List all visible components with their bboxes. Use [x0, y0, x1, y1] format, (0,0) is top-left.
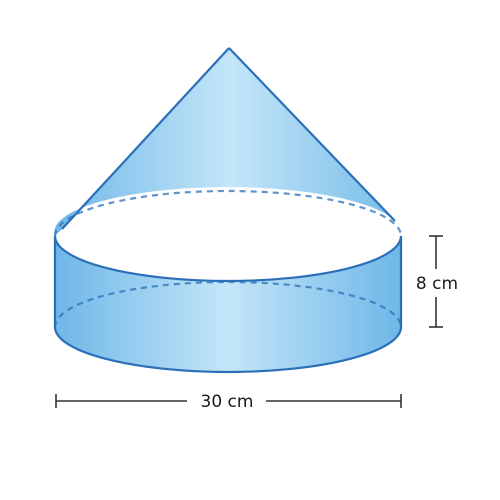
hidden-bottom-back-edge — [53, 280, 403, 328]
height-dimension — [429, 235, 443, 328]
cone-surface — [54, 48, 395, 236]
cone-left-edge — [61, 47, 230, 230]
diameter-label: 30 cm — [201, 392, 254, 412]
hidden-top-back-edge — [53, 189, 403, 237]
height-label: 8 cm — [416, 274, 458, 294]
cone-right-edge — [228, 47, 396, 222]
cylinder-bottom-front-edge — [53, 326, 403, 374]
cylinder-body — [55, 236, 401, 372]
diameter-dimension — [55, 394, 402, 408]
cylinder-top-front-edge — [53, 235, 403, 283]
